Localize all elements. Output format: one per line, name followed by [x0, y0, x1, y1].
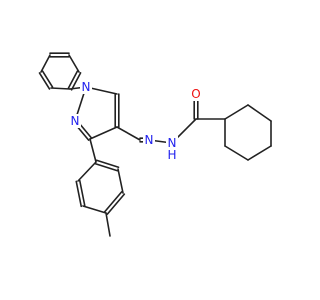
molecule-structure-diagram: N N N N H O — [38, 52, 272, 237]
bond-t5-t6-b — [75, 180, 83, 208]
bond-x5-x6 — [224, 145, 249, 161]
bond-layer — [38, 52, 272, 237]
bond-C4-CH — [116, 126, 141, 141]
bond-t1-t2-a — [94, 162, 119, 172]
bond-t3-t4-b — [106, 193, 126, 215]
bond-x4-x5 — [247, 145, 272, 161]
atom-N3: N — [143, 133, 155, 147]
bond-t5-t6-a — [78, 179, 86, 207]
atom-label-NH-H: H — [167, 148, 176, 162]
atom-label-N3: N — [145, 133, 154, 147]
atom-label-N1: N — [82, 80, 91, 94]
bond-a5-a6-a — [70, 72, 82, 91]
bond-a6-a1 — [68, 54, 80, 73]
atom-label-N2: N — [71, 114, 80, 128]
atom-NH: N H — [166, 136, 178, 162]
atom-N2: N — [69, 114, 81, 128]
bond-t4-t5 — [82, 205, 107, 214]
bond-t4-Me — [105, 212, 111, 237]
bond-a2-a3 — [40, 54, 51, 73]
bond-x2-x3 — [247, 104, 272, 122]
bond-x1-x2 — [224, 104, 249, 120]
atom-N1: N — [80, 80, 92, 94]
atom-label-O: O — [191, 87, 200, 101]
atom-O: O — [190, 87, 202, 101]
bond-C3-t1 — [89, 138, 97, 163]
bond-a4-a5 — [50, 87, 71, 90]
atom-label-NH-N: N — [168, 136, 177, 150]
bond-t6-t1 — [77, 161, 97, 182]
bond-a3-a4-b — [41, 70, 54, 88]
bond-a5-a6-b — [67, 70, 79, 89]
bond-a3-a4-a — [38, 72, 51, 90]
bond-t3-t4-a — [103, 191, 123, 213]
bond-t2-t3 — [117, 168, 124, 194]
bond-C4-C3 — [89, 126, 118, 140]
bond-t1-t2-b — [95, 159, 120, 169]
atom-label-layer: N N N N H O — [69, 80, 202, 162]
